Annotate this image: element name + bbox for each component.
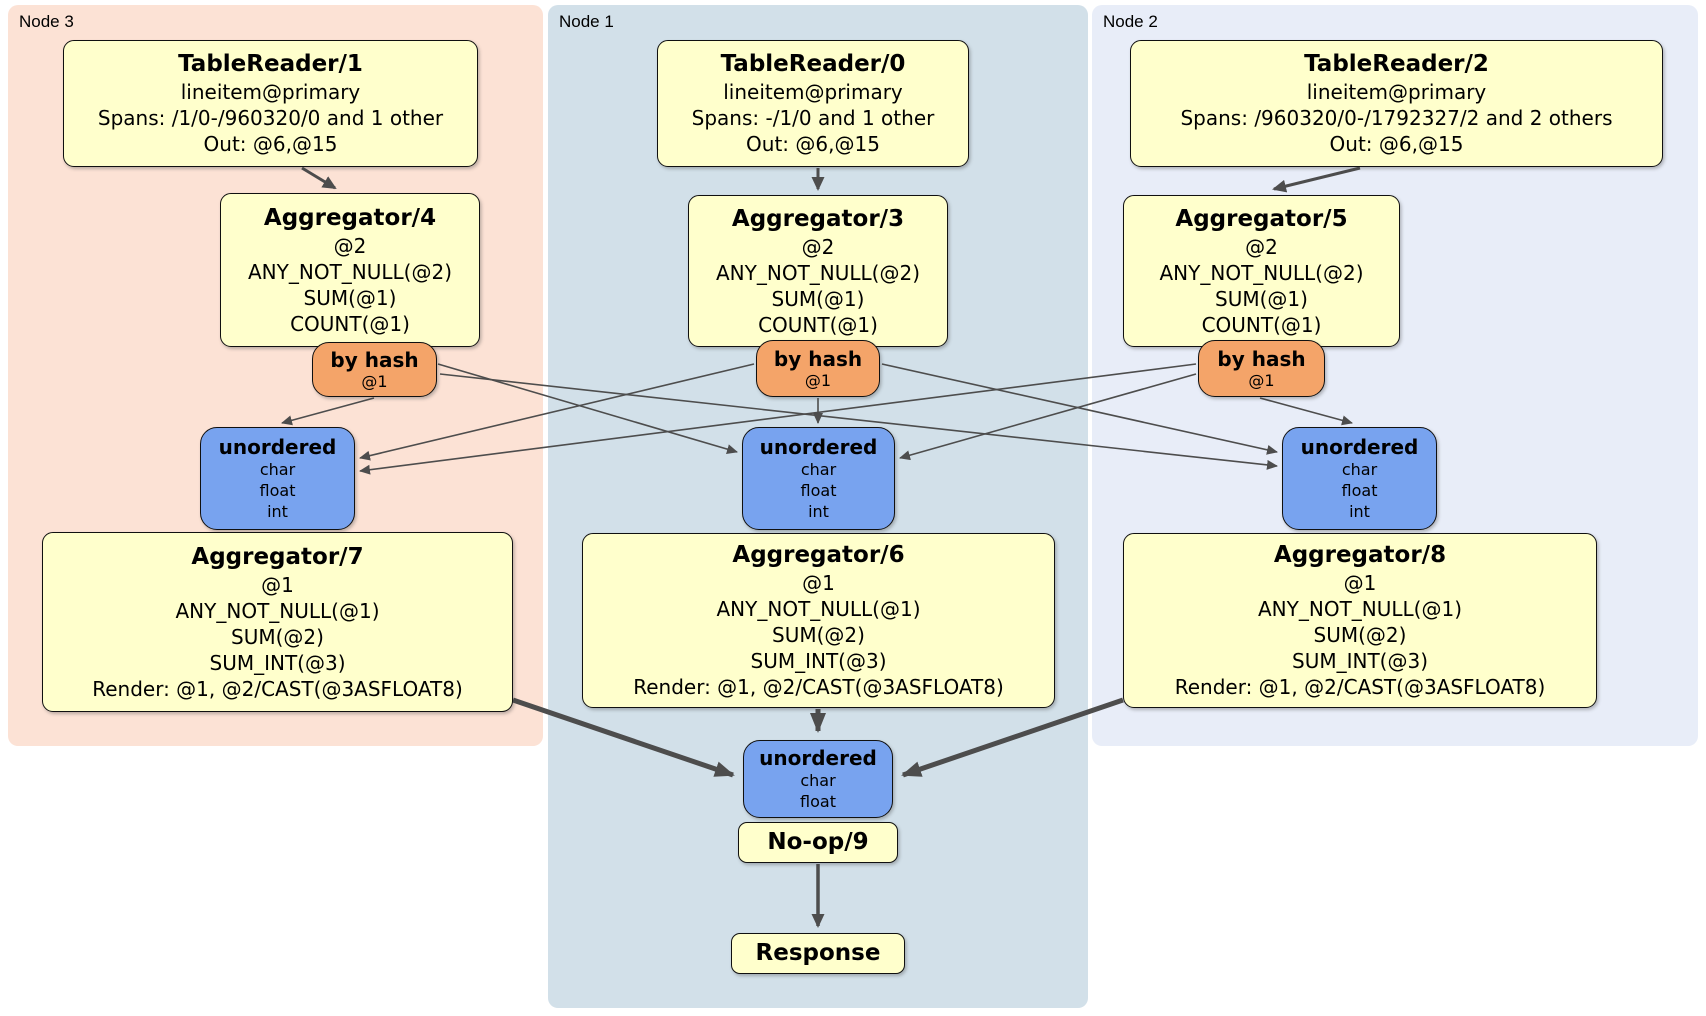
box-line: ANY_NOT_NULL(@2) xyxy=(716,260,920,285)
box-title: Aggregator/8 xyxy=(1273,542,1447,568)
processor-aggregator-4: Aggregator/4 @2 ANY_NOT_NULL(@2) SUM(@1)… xyxy=(220,193,480,347)
sync-title: unordered xyxy=(759,746,877,770)
box-line: lineitem@primary xyxy=(1306,80,1487,104)
processor-aggregator-8: Aggregator/8 @1 ANY_NOT_NULL(@1) SUM(@2)… xyxy=(1123,533,1597,708)
router-by-hash-node1: by hash @1 xyxy=(756,340,880,397)
box-line: SUM(@2) xyxy=(1313,623,1407,647)
processor-aggregator-6: Aggregator/6 @1 ANY_NOT_NULL(@1) SUM(@2)… xyxy=(582,533,1055,708)
sync-type: float xyxy=(800,792,836,811)
box-line: Out: @6,@15 xyxy=(1329,132,1464,156)
box-line: @2 xyxy=(1245,234,1278,259)
processor-aggregator-3: Aggregator/3 @2 ANY_NOT_NULL(@2) SUM(@1)… xyxy=(688,195,948,347)
box-line: SUM(@1) xyxy=(1215,286,1308,311)
panel-node1-label: Node 1 xyxy=(559,12,614,31)
processor-tablereader-1: TableReader/1 lineitem@primary Spans: /1… xyxy=(63,40,478,167)
panel-node3-label: Node 3 xyxy=(19,12,74,31)
box-line: @1 xyxy=(1343,571,1377,595)
panel-node2-label: Node 2 xyxy=(1103,12,1158,31)
processor-aggregator-7: Aggregator/7 @1 ANY_NOT_NULL(@1) SUM(@2)… xyxy=(42,532,513,712)
sync-unordered-node3: unordered char float int xyxy=(200,427,355,530)
box-line: Spans: /1/0-/960320/0 and 1 other xyxy=(97,106,444,130)
box-title: TableReader/2 xyxy=(1304,51,1489,77)
box-line: ANY_NOT_NULL(@2) xyxy=(248,259,452,284)
sync-type: char xyxy=(800,771,836,790)
box-line: SUM_INT(@3) xyxy=(1292,649,1428,673)
box-title: Aggregator/4 xyxy=(263,204,437,231)
box-line: SUM(@2) xyxy=(772,623,865,647)
box-line: Spans: -/1/0 and 1 other xyxy=(691,106,935,130)
router-by-hash-node2: by hash @1 xyxy=(1198,340,1325,397)
router-title: by hash xyxy=(330,348,419,372)
box-title: TableReader/0 xyxy=(720,51,906,77)
box-line: SUM_INT(@3) xyxy=(750,649,887,673)
processor-tablereader-0: TableReader/0 lineitem@primary Spans: -/… xyxy=(657,40,969,167)
box-line: @1 xyxy=(261,572,294,597)
box-line: @2 xyxy=(333,233,367,258)
box-title: Aggregator/7 xyxy=(191,543,364,570)
processor-noop-9: No-op/9 xyxy=(738,822,898,863)
box-line: SUM_INT(@3) xyxy=(209,650,346,675)
box-title: Aggregator/5 xyxy=(1175,205,1348,232)
sync-type: int xyxy=(808,502,829,521)
box-line: lineitem@primary xyxy=(723,80,903,104)
sync-title: unordered xyxy=(1300,435,1419,459)
box-line: Render: @1, @2/CAST(@3ASFLOAT8) xyxy=(1174,675,1546,699)
box-line: Render: @1, @2/CAST(@3ASFLOAT8) xyxy=(92,676,463,701)
processor-tablereader-2: TableReader/2 lineitem@primary Spans: /9… xyxy=(1130,40,1663,167)
box-line: ANY_NOT_NULL(@2) xyxy=(1159,260,1364,285)
router-by-hash-node3: by hash @1 xyxy=(312,342,437,397)
router-detail: @1 xyxy=(361,372,388,391)
box-line: SUM(@1) xyxy=(303,285,397,310)
box-line: COUNT(@1) xyxy=(290,311,410,336)
router-title: by hash xyxy=(1217,347,1306,371)
box-line: Spans: /960320/0-/1792327/2 and 2 others xyxy=(1180,106,1613,130)
router-title: by hash xyxy=(773,347,863,371)
box-line: Out: @6,@15 xyxy=(746,132,880,156)
sync-unordered-final: unordered char float xyxy=(743,740,893,818)
sync-type: int xyxy=(267,502,288,521)
sync-unordered-node2: unordered char float int xyxy=(1282,427,1437,530)
box-line: SUM(@2) xyxy=(231,624,324,649)
box-line: ANY_NOT_NULL(@1) xyxy=(716,597,921,621)
sync-type: int xyxy=(1349,502,1370,521)
box-line: COUNT(@1) xyxy=(758,312,878,337)
box-title: TableReader/1 xyxy=(178,51,363,77)
box-line: lineitem@primary xyxy=(180,80,361,104)
box-title: Response xyxy=(755,940,881,966)
sync-type: char xyxy=(800,460,837,479)
box-title: Aggregator/3 xyxy=(731,205,905,232)
box-title: No-op/9 xyxy=(767,829,869,855)
sync-type: float xyxy=(800,481,837,500)
box-line: @1 xyxy=(802,571,835,595)
box-line: Out: @6,@15 xyxy=(203,132,338,156)
box-title: Aggregator/6 xyxy=(732,542,905,568)
box-line: ANY_NOT_NULL(@1) xyxy=(175,598,380,623)
box-line: SUM(@1) xyxy=(771,286,865,311)
sync-type: float xyxy=(259,481,296,500)
router-detail: @1 xyxy=(804,371,832,390)
processor-aggregator-5: Aggregator/5 @2 ANY_NOT_NULL(@2) SUM(@1)… xyxy=(1123,195,1400,347)
sync-type: char xyxy=(259,460,296,479)
box-line: COUNT(@1) xyxy=(1201,312,1322,337)
box-line: @2 xyxy=(801,234,835,259)
response-box: Response xyxy=(731,933,905,974)
sync-title: unordered xyxy=(759,435,878,459)
sync-type: float xyxy=(1341,481,1378,500)
sync-type: char xyxy=(1341,460,1378,479)
sync-unordered-node1: unordered char float int xyxy=(742,427,895,530)
sync-title: unordered xyxy=(218,435,337,459)
box-line: Render: @1, @2/CAST(@3ASFLOAT8) xyxy=(633,675,1004,699)
box-line: ANY_NOT_NULL(@1) xyxy=(1258,597,1462,621)
router-detail: @1 xyxy=(1248,371,1275,390)
